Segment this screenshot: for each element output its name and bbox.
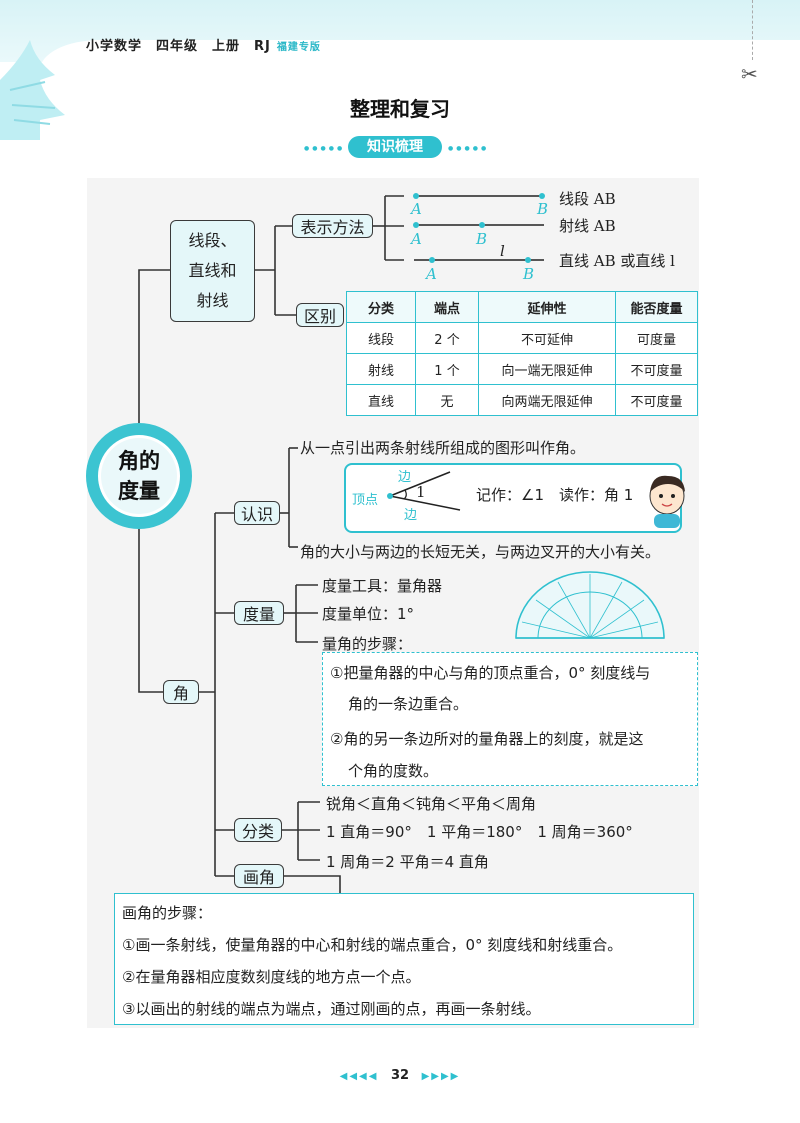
draw-label: 画角 xyxy=(234,864,284,888)
table-row: 直线 无 向两端无限延伸 不可度量 xyxy=(346,384,698,416)
table-cell: 向一端无限延伸 xyxy=(478,353,616,385)
difference-label: 区别 xyxy=(296,303,344,327)
angle-number: 1 xyxy=(416,483,426,501)
ray-point-a: A xyxy=(411,230,422,248)
ray-point-b: B xyxy=(476,230,488,248)
table-cell: 1 个 xyxy=(415,353,479,385)
measure-steps-box xyxy=(322,652,698,786)
center-node: 角的 度量 xyxy=(101,438,177,514)
draw-step3: ③以画出的射线的端点为端点，通过刚画的点，再画一条射线。 xyxy=(122,1000,541,1018)
measure-label: 度量 xyxy=(234,601,284,625)
measure-unit: 度量单位：1° xyxy=(322,605,415,623)
side-label-top: 边 xyxy=(398,470,412,485)
angle-node: 角 xyxy=(163,680,199,704)
representation-label: 表示方法 xyxy=(292,214,373,238)
table-header: 能否度量 xyxy=(615,291,698,323)
recognize-label: 认识 xyxy=(234,501,280,525)
measure-step1-line2: 角的一条边重合。 xyxy=(348,695,469,713)
right-arrows-icon: ▶▶▶▶ xyxy=(421,1071,461,1082)
side-label-bottom: 边 xyxy=(404,508,418,523)
classify-order: 锐角＜直角＜钝角＜平角＜周角 xyxy=(326,795,537,813)
table-cell: 不可延伸 xyxy=(478,322,616,354)
center-node-line1: 角的 xyxy=(118,449,160,473)
angle-diagram xyxy=(387,471,461,511)
boy-avatar-icon xyxy=(649,475,685,528)
table-cell: 不可度量 xyxy=(615,353,698,385)
table-header-row: 分类 端点 延伸性 能否度量 xyxy=(346,291,698,323)
segment-point-a: A xyxy=(411,200,422,218)
angle-notation: 记作：∠1 读作：角 1 xyxy=(476,486,634,504)
classify-relation: 1 周角＝2 平角＝4 直角 xyxy=(326,853,489,871)
line-text: 直线 AB 或直线 l xyxy=(559,252,675,270)
measure-steps-title: 量角的步骤： xyxy=(322,635,413,653)
page-title: 整理和复习 xyxy=(350,97,450,121)
cut-line xyxy=(752,0,753,60)
lines-node-line3: 射线 xyxy=(196,291,229,310)
right-dots: ●●●●● xyxy=(448,145,490,152)
angle-size-note: 角的大小与两边的长短无关，与两边叉开的大小有关。 xyxy=(300,543,661,561)
lines-node-line1: 线段、 xyxy=(188,231,237,250)
classify-label: 分类 xyxy=(234,818,282,842)
table-cell: 向两端无限延伸 xyxy=(478,384,616,416)
line-name-l: l xyxy=(500,242,505,260)
draw-step1: ①画一条射线，使量角器的中心和射线的端点重合，0° 刻度线和射线重合。 xyxy=(122,936,623,954)
table-cell: 不可度量 xyxy=(615,384,698,416)
line-point-b: B xyxy=(523,265,535,283)
table-header: 延伸性 xyxy=(478,291,616,323)
lines-node-line2: 直线和 xyxy=(188,261,237,280)
difference-table: 分类 端点 延伸性 能否度量 线段 2 个 不可延伸 可度量 射线 1 个 向一… xyxy=(346,291,698,416)
classify-degrees: 1 直角＝90° 1 平角＝180° 1 周角＝360° xyxy=(326,823,633,841)
section-label: 知识梳理 xyxy=(348,136,442,158)
book-series: 小学数学 四年级 上册 RJ 福建专版 xyxy=(86,35,321,54)
ray-text: 射线 AB xyxy=(559,217,616,235)
segment-point-b: B xyxy=(537,200,549,218)
table-cell: 2 个 xyxy=(415,322,479,354)
draw-steps-box xyxy=(114,893,694,1025)
pagoda-decoration-icon xyxy=(0,40,65,140)
table-cell: 无 xyxy=(415,384,479,416)
table-row: 线段 2 个 不可延伸 可度量 xyxy=(346,322,698,354)
vertex-label: 顶点 xyxy=(352,493,379,508)
series-text: 小学数学 四年级 上册 RJ xyxy=(86,39,271,54)
page-footer: ◀◀◀◀ 32 ▶▶▶▶ xyxy=(0,1068,800,1083)
edition-text: 福建专版 xyxy=(276,42,321,53)
table-cell: 可度量 xyxy=(615,322,698,354)
center-node-line2: 度量 xyxy=(118,479,160,503)
measure-step2-line1: ②角的另一条边所对的量角器上的刻度，就是这 xyxy=(330,730,644,748)
segment-text: 线段 AB xyxy=(559,190,616,208)
header-curve xyxy=(40,40,800,80)
page-number: 32 xyxy=(390,1068,410,1083)
measure-step2-line2: 个角的度数。 xyxy=(348,762,439,780)
draw-steps-title: 画角的步骤： xyxy=(122,904,213,922)
angle-definition: 从一点引出两条射线所组成的图形叫作角。 xyxy=(300,439,586,457)
table-header: 端点 xyxy=(415,291,479,323)
scissors-icon: ✂ xyxy=(741,62,758,86)
draw-step2: ②在量角器相应度数刻度线的地方点一个点。 xyxy=(122,968,421,986)
table-row: 射线 1 个 向一端无限延伸 不可度量 xyxy=(346,353,698,385)
table-cell: 射线 xyxy=(346,353,416,385)
left-dots: ●●●●● xyxy=(304,145,346,152)
measure-step1-line1: ①把量角器的中心与角的顶点重合，0° 刻度线与 xyxy=(330,664,651,682)
section-header: ●●●●● 知识梳理 ●●●●● xyxy=(300,132,500,162)
line-point-a: A xyxy=(426,265,437,283)
table-cell: 直线 xyxy=(346,384,416,416)
lines-node: 线段、 直线和 射线 xyxy=(170,220,255,322)
line-diagrams xyxy=(413,193,545,263)
table-header: 分类 xyxy=(346,291,416,323)
protractor-icon xyxy=(515,571,665,639)
left-arrows-icon: ◀◀◀◀ xyxy=(339,1071,379,1082)
measure-tool: 度量工具：量角器 xyxy=(322,577,443,595)
table-cell: 线段 xyxy=(346,322,416,354)
